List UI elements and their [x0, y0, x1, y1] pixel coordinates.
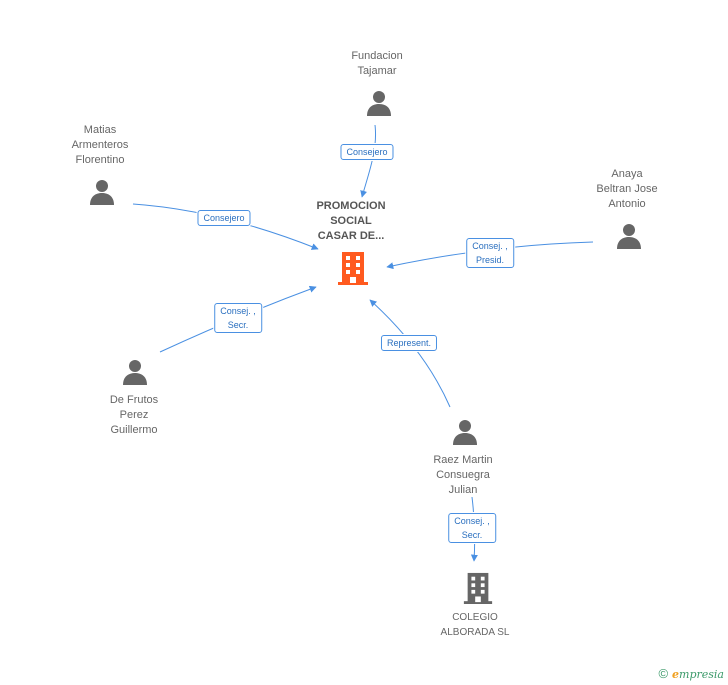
person-icon[interactable] — [121, 358, 149, 386]
edge-label-consejero[interactable]: Consejero — [197, 210, 251, 226]
empresia-watermark: ©empresia — [658, 666, 724, 681]
edge-label-line: Presid. — [475, 255, 504, 265]
label-line: Anaya — [611, 168, 643, 180]
company-label-colegio-alborada[interactable]: COLEGIO ALBORADA SL — [441, 610, 510, 640]
person-label-de-frutos[interactable]: De Frutos Perez Guillermo — [110, 393, 158, 438]
label-line: Antonio — [608, 198, 646, 210]
label-line: PROMOCION — [316, 200, 386, 212]
label-line: Perez — [119, 409, 149, 421]
copyright-icon: © — [658, 666, 669, 681]
edge-label-line: Consejero — [346, 147, 388, 157]
label-line: COLEGIO — [452, 612, 498, 623]
label-line: ALBORADA SL — [440, 627, 510, 638]
center-building-icon[interactable] — [336, 250, 370, 286]
edge-label-line: Consejero — [203, 213, 245, 223]
brand-name: mpresia — [679, 668, 724, 681]
label-line: SOCIAL — [330, 215, 372, 227]
label-line: Raez Martin — [433, 454, 493, 466]
person-icon[interactable] — [88, 178, 116, 206]
label-line: Armenteros — [71, 139, 129, 151]
center-company-label[interactable]: PROMOCION SOCIAL CASAR DE... — [316, 199, 385, 244]
label-line: Guillermo — [110, 424, 158, 436]
person-icon[interactable] — [451, 418, 479, 446]
person-label-anaya-beltran[interactable]: Anaya Beltran Jose Antonio — [596, 167, 657, 212]
brand-initial: e — [672, 668, 680, 681]
label-line: Tajamar — [357, 65, 397, 77]
edge-label-line: Represent. — [386, 338, 432, 348]
label-line: Julian — [448, 484, 478, 496]
label-line: Fundacion — [351, 50, 403, 62]
edge-label-consej-secr[interactable]: Consej. , Secr. — [448, 513, 496, 543]
person-label-matias-armenteros[interactable]: Matias Armenteros Florentino — [72, 123, 129, 168]
label-line: De Frutos — [109, 394, 159, 406]
edge-label-line: Consej. , — [454, 516, 490, 526]
edge-label-consej-secr[interactable]: Consej. , Secr. — [214, 303, 262, 333]
edge-label-consej-presid[interactable]: Consej. , Presid. — [466, 238, 514, 268]
label-line: Matias — [83, 124, 117, 136]
edge-label-line: Secr. — [227, 320, 249, 330]
edge-fundacion-to-center — [360, 124, 377, 198]
person-icon[interactable] — [615, 222, 643, 250]
label-line: Consuegra — [436, 469, 490, 481]
label-line: CASAR DE... — [317, 230, 385, 242]
edge-label-consejero[interactable]: Consejero — [340, 144, 394, 160]
person-label-raez-martin[interactable]: Raez Martin Consuegra Julian — [433, 453, 492, 498]
edge-raez-to-center — [369, 299, 451, 408]
edge-label-line: Consej. , — [220, 306, 256, 316]
label-line: Florentino — [75, 154, 125, 166]
edge-label-represent[interactable]: Represent. — [380, 335, 438, 351]
person-label-fundacion-tajamar[interactable]: Fundacion Tajamar — [351, 49, 402, 79]
edge-label-line: Secr. — [461, 530, 483, 540]
person-icon[interactable] — [365, 89, 393, 117]
company-building-icon[interactable] — [462, 570, 494, 606]
edge-label-line: Consej. , — [472, 241, 508, 251]
label-line: Beltran Jose — [596, 183, 658, 195]
